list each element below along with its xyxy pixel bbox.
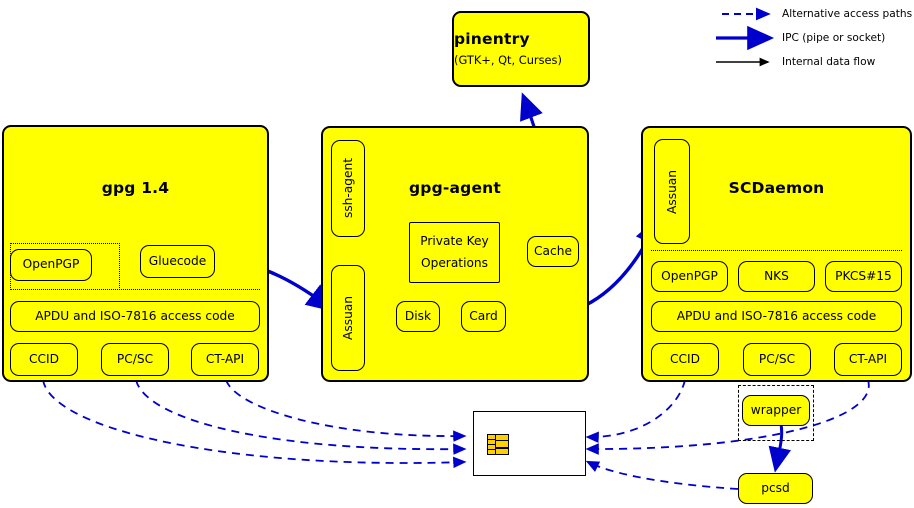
- scdaemon-apdu-box[interactable]: APDU and ISO-7816 access code: [651, 301, 902, 332]
- legend-label: Alternative access paths: [782, 8, 913, 20]
- scdaemon-driver-pcsc[interactable]: PC/SC: [743, 343, 811, 376]
- gpg-driver-ccid[interactable]: CCID: [10, 343, 78, 376]
- gpg-gluecode-label: Gluecode: [148, 253, 207, 268]
- scdaemon-driver-ccid[interactable]: CCID: [651, 343, 719, 376]
- gpg-apdu-label: APDU and ISO-7816 access code: [35, 308, 235, 323]
- wrapper-box[interactable]: wrapper: [742, 395, 810, 426]
- wrapper-label: wrapper: [750, 402, 802, 417]
- gpg-openpgp-label: OpenPGP: [22, 257, 80, 272]
- legend-label: IPC (pipe or socket): [782, 32, 886, 44]
- gpg-driver-label: CCID: [29, 351, 59, 366]
- scdaemon-app-label: OpenPGP: [661, 268, 718, 283]
- gpg-agent-assuan-box[interactable]: Assuan: [331, 265, 365, 371]
- scdaemon-assuan-box[interactable]: Assuan: [654, 139, 690, 244]
- gpg-title: gpg 1.4: [101, 179, 170, 197]
- legend-label: Internal data flow: [782, 56, 876, 68]
- private-key-ops-line2: Operations: [420, 256, 488, 270]
- gpg-agent-card-box[interactable]: Card: [461, 301, 506, 332]
- alt-path-pcsd-to-card: [585, 460, 739, 490]
- gpg-agent-card-label: Card: [469, 308, 498, 323]
- wrapper-dashed-container: [738, 385, 814, 441]
- gpg-apdu-box[interactable]: APDU and ISO-7816 access code: [10, 301, 260, 332]
- scdaemon-assuan-label: Assuan: [665, 169, 679, 214]
- legend: Alternative access paths IPC (pipe or so…: [696, 2, 912, 74]
- scdaemon-app-label: NKS: [764, 268, 789, 283]
- gpg-agent-assuan-label: Assuan: [341, 296, 355, 340]
- gpg-agent-cache-label: Cache: [534, 243, 572, 258]
- gpg-driver-label: PC/SC: [116, 351, 154, 366]
- scdaemon-driver-label: PC/SC: [758, 351, 796, 366]
- scdaemon-apdu-label: APDU and ISO-7816 access code: [676, 308, 877, 323]
- alt-path-scd-ccid-to-card: [585, 379, 686, 443]
- pinentry-title: pinentry: [454, 30, 530, 49]
- legend-item-ipc: IPC (pipe or socket): [696, 26, 908, 50]
- private-key-ops-line1: Private Key: [420, 233, 489, 248]
- gpg-agent-private-key-operations-box[interactable]: Private Key Operations: [409, 222, 500, 283]
- gpg-agent-ssh-agent-box[interactable]: ssh-agent: [331, 140, 365, 237]
- gpg-driver-ctapi[interactable]: CT-API: [191, 343, 259, 376]
- gpg-agent-disk-label: Disk: [404, 308, 432, 323]
- alt-path-gpg-ctapi-to-card: [225, 379, 467, 442]
- thin-arrow-icon: [716, 57, 770, 67]
- alt-path-scd-ctapi-to-card: [585, 379, 870, 455]
- gpg-openpgp-box[interactable]: OpenPGP: [10, 249, 92, 281]
- pcsd-box[interactable]: pcsd: [738, 473, 813, 504]
- thick-arrow-icon: [716, 26, 775, 50]
- pinentry-subtitle: (GTK+, Qt, Curses): [454, 53, 562, 68]
- gpg-agent-ssh-agent-label: ssh-agent: [341, 158, 355, 219]
- alt-path-gpg-ccid-to-card: [42, 379, 467, 469]
- gpg-driver-label: CT-API: [205, 351, 245, 366]
- smartcard-box[interactable]: [473, 411, 586, 476]
- dashed-arrow-icon: [722, 7, 771, 21]
- gpg-agent-cache-box[interactable]: Cache: [527, 236, 579, 267]
- smartcard-chip-icon: [487, 434, 509, 455]
- gpg-dotted-region-extension: [10, 243, 260, 290]
- gpg-agent-disk-box[interactable]: Disk: [396, 301, 440, 332]
- scdaemon-driver-ctapi[interactable]: CT-API: [834, 343, 902, 376]
- gpg-gluecode-box[interactable]: Gluecode: [140, 245, 215, 278]
- scdaemon-app-pkcs15[interactable]: PKCS#15: [825, 261, 902, 292]
- gpg-driver-pcsc[interactable]: PC/SC: [101, 343, 169, 376]
- scdaemon-divider: [651, 250, 902, 251]
- legend-item-alternative-access-paths: Alternative access paths: [696, 2, 912, 26]
- scdaemon-title: SCDaemon: [728, 179, 825, 197]
- pcsd-label: pcsd: [761, 480, 790, 495]
- scdaemon-driver-label: CCID: [670, 351, 700, 366]
- pinentry-block[interactable]: pinentry (GTK+, Qt, Curses): [452, 11, 590, 87]
- scdaemon-app-openpgp[interactable]: OpenPGP: [651, 261, 728, 292]
- scdaemon-app-label: PKCS#15: [835, 268, 892, 283]
- scdaemon-driver-label: CT-API: [848, 351, 888, 366]
- gpg-agent-title: gpg-agent: [408, 179, 502, 197]
- scdaemon-app-nks[interactable]: NKS: [738, 261, 815, 292]
- alt-path-gpg-pcsc-to-card: [135, 379, 467, 455]
- legend-item-internal-data-flow: Internal data flow: [696, 50, 908, 74]
